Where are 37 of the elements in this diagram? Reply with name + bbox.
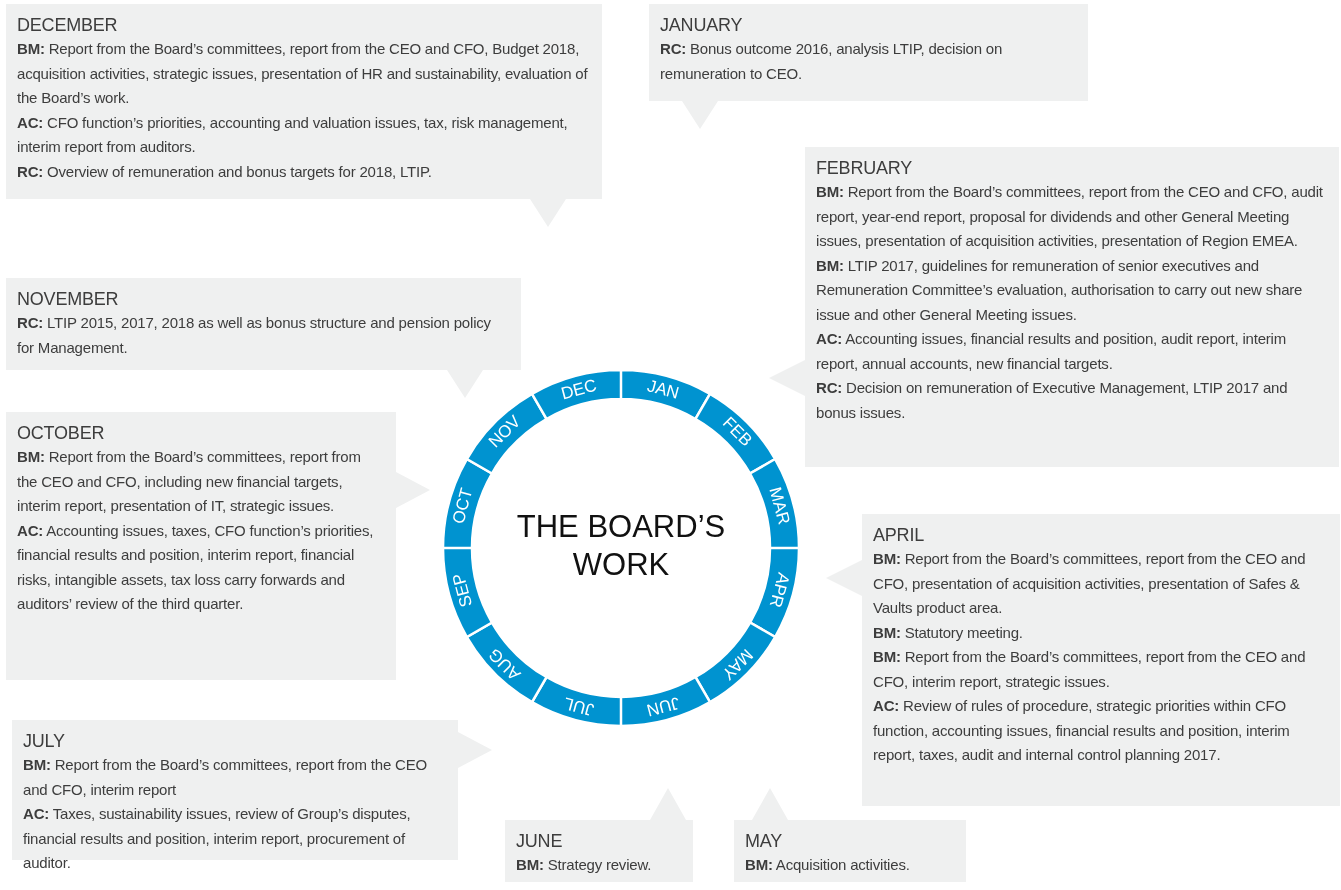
agenda-text: BM: Statutory meeting. xyxy=(873,622,1024,643)
month-label: DEC xyxy=(558,375,599,405)
agenda-text: RC: LTIP 2015, 2017, 2018 as well as bonus structure and pension policy for Management. xyxy=(17,313,492,358)
month-label: JAN xyxy=(645,376,682,404)
month-label: JUN xyxy=(644,692,682,720)
agenda-text: BM: Report from the Board’s committees, report from the CEO and CFO, Budget 2018, acquisition activities, strategic issues, presentation of HR and sustainability, evaluation of the Board’s work. xyxy=(17,39,589,108)
agenda-text: BM: Report from the Board’s committees, report from the CEO and CFO, audit report, year-end report, proposal for dividends and other General Meeting issues, presentation of acquisition activities, presentation of Region EMEA. xyxy=(816,182,1324,251)
agenda-text: AC: Accounting issues, taxes, CFO function’s priorities, financial results and position, interim report, financial risks, intangible assets, tax loss carry forwards and auditors’ review of the third quarter. xyxy=(17,520,375,614)
agenda-text: AC: Review of rules of procedure, strategic priorities within CFO function, accounting issues, financial results and position, interim report, taxes, audit and internal control planning 2017. xyxy=(873,696,1291,765)
agenda-text: BM: Report from the Board’s committees, report from the CEO and CFO, interim report xyxy=(23,755,428,800)
agenda-text: BM: Strategy review. xyxy=(516,855,653,875)
agenda-text: AC: CFO function’s priorities, accounting and valuation issues, tax, risk management, interim report from auditors. xyxy=(17,112,569,157)
agenda-text: BM: Acquisition activities. xyxy=(745,855,911,875)
agenda-text: BM: Report from the Board’s committees, report from the CEO and CFO, interim report, strategic issues. xyxy=(873,647,1307,692)
agenda-text: BM: LTIP 2017, guidelines for remuneration of senior executives and Remuneration Committee’s evaluation, authorisation to carry out new share issue and other General Meeting issues. xyxy=(816,255,1304,325)
agenda-text: BM: Report from the Board’s committees, report from the CEO and CFO, presentation of acquisition activities, presentation of Safes & Vaults product area. xyxy=(873,549,1307,618)
month-heading: APRIL xyxy=(873,524,926,547)
month-label: SEP xyxy=(449,571,478,610)
month-heading: JANUARY xyxy=(660,14,744,37)
month-heading: JUNE xyxy=(516,830,564,853)
month-label: APR xyxy=(764,570,794,610)
agenda-text: BM: Report from the Board’s committees, report from the CEO and CFO, including new financial targets, interim report, presentation of IT, strategic issues. xyxy=(17,447,362,516)
diagram-title: THE BOARD’S WORK xyxy=(515,508,727,584)
agenda-text: RC: Decision on remuneration of Executive Management, LTIP 2017 and bonus issues. xyxy=(816,378,1289,423)
month-heading: NOVEMBER xyxy=(17,288,120,311)
month-label: OCT xyxy=(448,485,478,526)
month-heading: OCTOBER xyxy=(17,422,106,445)
month-heading: MAY xyxy=(745,830,784,853)
agenda-text: AC: Taxes, sustainability issues, review of Group’s disputes, financial results and position, interim report, procurement of auditor. xyxy=(23,804,412,873)
agenda-text: AC: Accounting issues, financial results and position, audit report, interim report, annual accounts, new financial targets. xyxy=(816,329,1288,374)
month-heading: FEBRUARY xyxy=(816,157,914,180)
month-label: JUL xyxy=(561,692,596,720)
month-heading: DECEMBER xyxy=(17,14,119,37)
agenda-text: RC: Bonus outcome 2016, analysis LTIP, decision on remuneration to CEO. xyxy=(660,39,1004,84)
month-label: MAR xyxy=(764,484,794,527)
agenda-text: RC: Overview of remuneration and bonus targets for 2018, LTIP. xyxy=(17,161,433,182)
month-heading: JULY xyxy=(23,730,66,753)
